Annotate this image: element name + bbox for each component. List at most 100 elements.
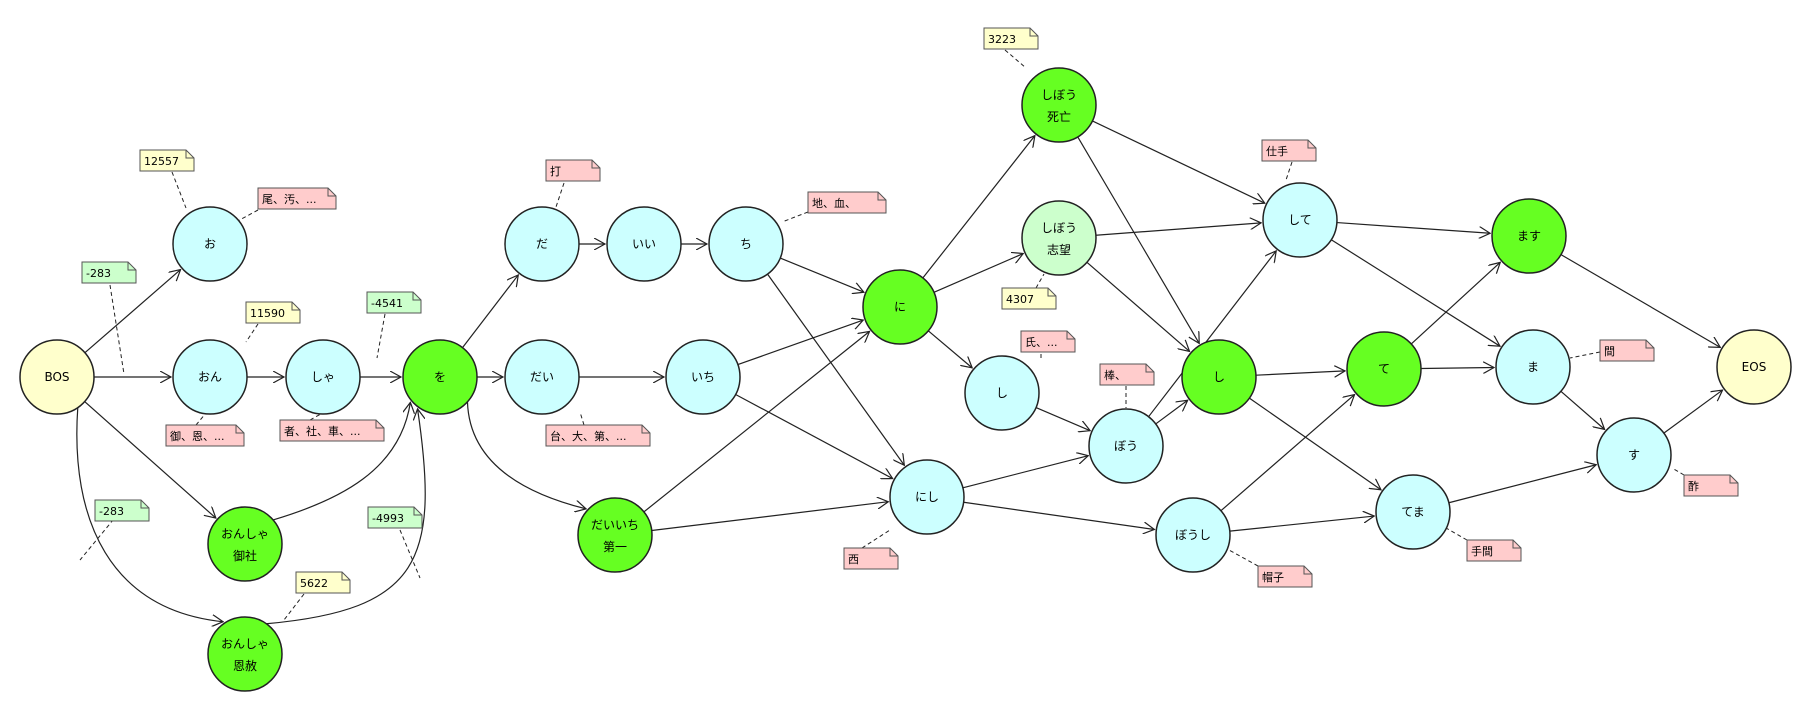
edge-su-EOS bbox=[1663, 390, 1723, 434]
note-anchor bbox=[1671, 467, 1685, 476]
note-body bbox=[1261, 139, 1317, 162]
note-anchor bbox=[1228, 549, 1259, 567]
note-anchor bbox=[579, 411, 585, 426]
note-fold bbox=[235, 425, 244, 434]
note: 台、大、第、... bbox=[545, 424, 651, 447]
node-circle bbox=[889, 459, 965, 535]
edge-te-masu bbox=[1410, 262, 1500, 345]
node-nishi: にし bbox=[889, 459, 965, 535]
edge-masu-EOS bbox=[1560, 254, 1720, 348]
edge-boushi-te bbox=[1220, 395, 1355, 512]
node-label: ます bbox=[1517, 229, 1541, 243]
edge-shibou2-shi2 bbox=[1086, 261, 1190, 351]
edge-shi2-te bbox=[1255, 371, 1345, 375]
edge-BOS-onsha1 bbox=[84, 401, 216, 519]
node-circle bbox=[606, 206, 682, 282]
node-label: だい bbox=[530, 370, 554, 384]
node-circle bbox=[1088, 408, 1164, 484]
note-label: 氏、... bbox=[1025, 336, 1058, 349]
note-label: 仕手 bbox=[1266, 144, 1288, 158]
node-dai: だい bbox=[504, 339, 580, 415]
node-label: して bbox=[1288, 213, 1312, 227]
node-label: し bbox=[1213, 370, 1225, 384]
note-fold bbox=[375, 420, 384, 429]
note-label: 5622 bbox=[300, 577, 328, 590]
note-label: 御、恩、... bbox=[170, 429, 225, 443]
node-circle bbox=[402, 339, 478, 415]
node-masu: ます bbox=[1491, 198, 1567, 274]
note-fold bbox=[413, 507, 422, 516]
node-label: 志望 bbox=[1047, 243, 1071, 257]
node-shi1: し bbox=[964, 355, 1040, 431]
note: -4541 bbox=[366, 291, 422, 314]
edge-ichi-ni bbox=[737, 320, 863, 366]
note: 仕手 bbox=[1261, 139, 1317, 162]
node-label: いち bbox=[691, 370, 715, 384]
note-body bbox=[295, 571, 351, 594]
note: 12557 bbox=[139, 149, 195, 172]
note-body bbox=[545, 424, 651, 447]
node-label: おんしゃ bbox=[221, 637, 269, 651]
node-label: にし bbox=[915, 490, 939, 504]
note-anchor bbox=[781, 211, 809, 223]
note-label: 打 bbox=[550, 164, 561, 178]
note-fold bbox=[127, 262, 136, 271]
edge-ichi-nishi bbox=[735, 393, 893, 478]
edge-bou-shi2 bbox=[1155, 400, 1188, 425]
edge-ma-su bbox=[1560, 390, 1605, 429]
note-label: 間 bbox=[1604, 345, 1615, 358]
node-label: だ bbox=[536, 237, 548, 251]
note-fold bbox=[889, 548, 898, 557]
edge-onsha1-wo bbox=[272, 402, 410, 521]
node-circle bbox=[1346, 331, 1422, 407]
node-circle bbox=[172, 206, 248, 282]
note-body bbox=[1099, 363, 1155, 386]
edge-te-ma bbox=[1420, 368, 1494, 369]
note-body bbox=[1001, 287, 1057, 310]
note-anchor bbox=[861, 529, 891, 549]
note-fold bbox=[291, 302, 300, 311]
note-fold bbox=[185, 150, 194, 159]
note-anchor bbox=[79, 513, 119, 561]
edge-wo-daiichi bbox=[466, 401, 586, 509]
edge-shibou1-shi2 bbox=[1077, 136, 1199, 343]
note-body bbox=[279, 419, 385, 442]
note-body bbox=[1020, 330, 1076, 353]
node-label: す bbox=[1628, 448, 1640, 462]
node-shi2: し bbox=[1181, 339, 1257, 415]
note-label: 帽子 bbox=[1262, 571, 1284, 584]
note-body bbox=[257, 187, 337, 210]
node-circle bbox=[19, 339, 95, 415]
node-circle bbox=[1375, 474, 1451, 550]
note: 御、恩、... bbox=[165, 424, 245, 447]
note: 11590 bbox=[245, 301, 301, 324]
note-body bbox=[1466, 539, 1522, 562]
node-ni: に bbox=[862, 269, 938, 345]
edge-shibou2-shite bbox=[1095, 223, 1261, 236]
node-su: す bbox=[1596, 417, 1672, 493]
node-ichi: いち bbox=[665, 339, 741, 415]
note: 尾、汚、... bbox=[257, 187, 337, 210]
note-body bbox=[81, 261, 137, 284]
note-label: -283 bbox=[99, 505, 124, 518]
node-bou: ぼう bbox=[1088, 408, 1164, 484]
note-label: 者、社、車、... bbox=[284, 424, 361, 438]
node-circle bbox=[964, 355, 1040, 431]
note-layer: 12557 尾、汚、... -283 11590 -4541 御、恩、... 者、社、車、.… bbox=[81, 27, 1739, 594]
node-label: ち bbox=[740, 237, 752, 251]
edge-daiichi-ni bbox=[643, 331, 870, 513]
note-anchor bbox=[171, 171, 187, 209]
node-label: ぼう bbox=[1114, 439, 1138, 453]
note: -283 bbox=[94, 499, 150, 522]
node-label: ま bbox=[1527, 360, 1539, 374]
note-fold bbox=[1047, 288, 1056, 297]
edge-wo-da bbox=[462, 275, 519, 349]
node-label: し bbox=[996, 386, 1008, 400]
note-label: 台、大、第、... bbox=[550, 429, 627, 443]
note-fold bbox=[877, 192, 886, 201]
node-circle bbox=[665, 339, 741, 415]
node-circle bbox=[577, 497, 653, 573]
